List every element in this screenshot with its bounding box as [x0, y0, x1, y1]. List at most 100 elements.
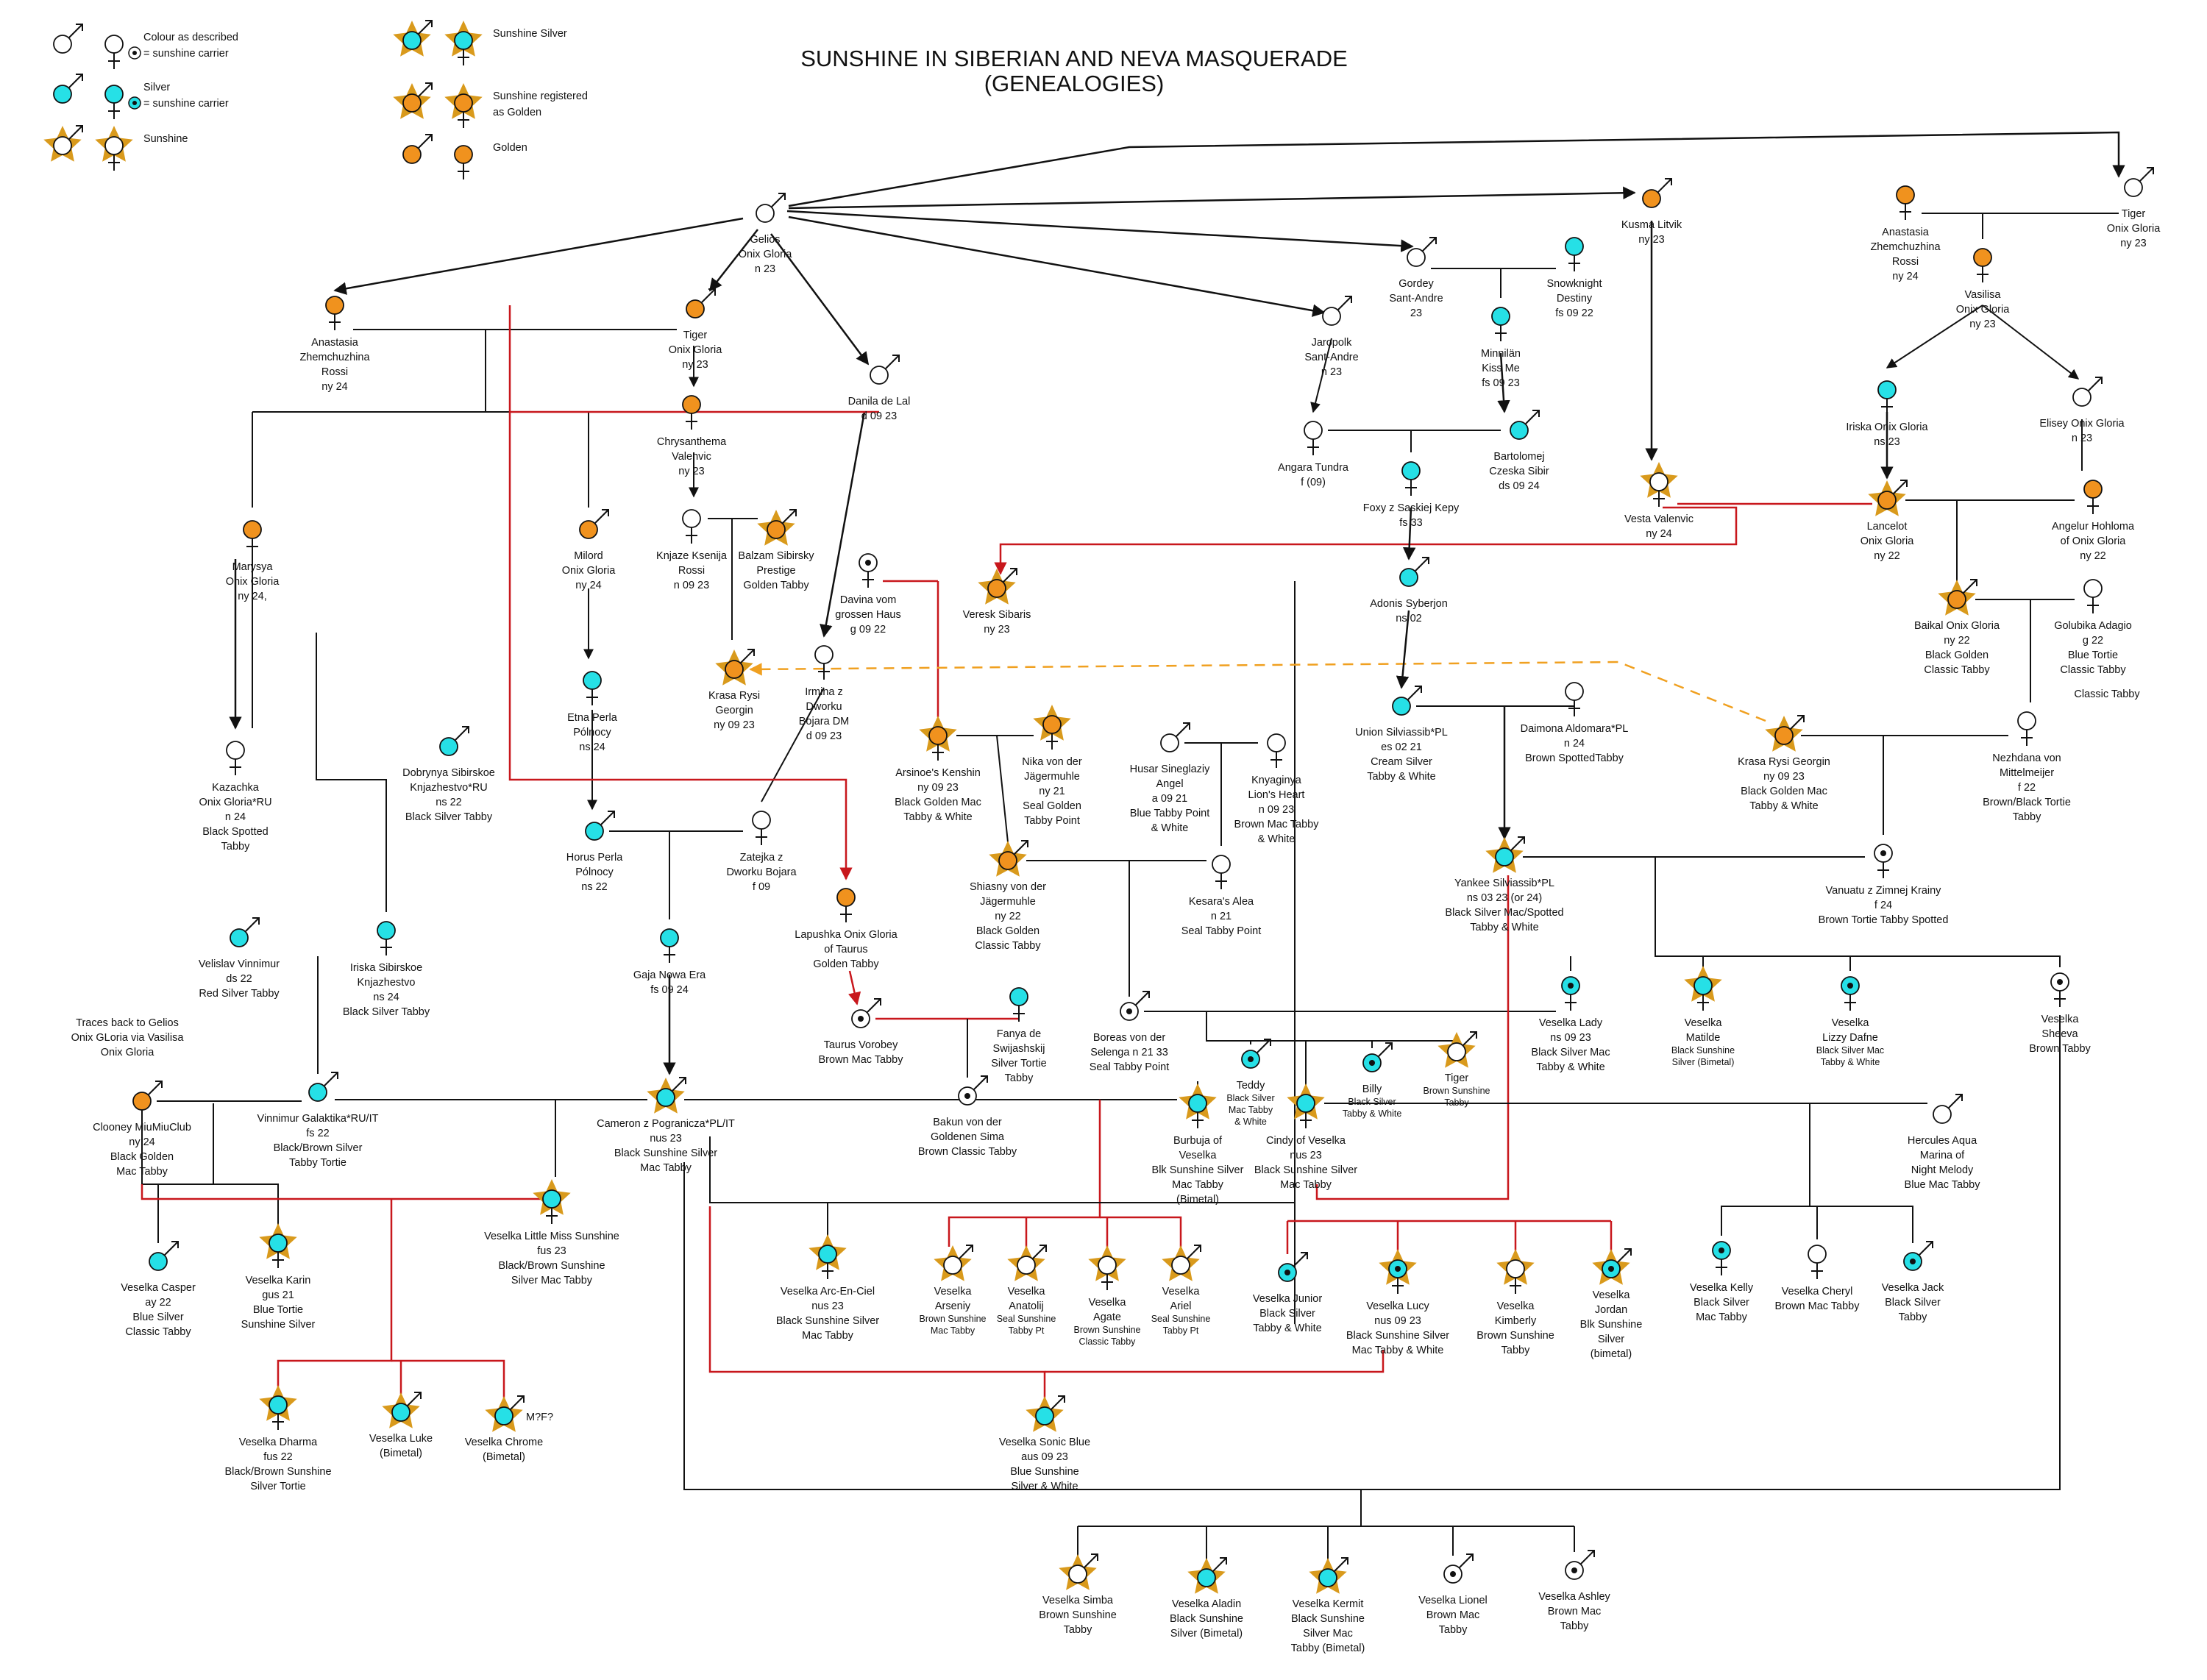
cat-bartolomej-label: ds 09 24 — [1499, 480, 1540, 492]
cat-krasa2-label: Tabby & White — [1749, 800, 1819, 812]
cat-teddy-detail: Black Silver — [1226, 1093, 1274, 1103]
cat-husar-label: Angel — [1156, 778, 1183, 790]
descent-line — [996, 735, 1009, 843]
cat-vkermit-label: Tabby (Bimetal) — [1291, 1642, 1365, 1654]
cat-billy-detail: Black Silver — [1348, 1097, 1396, 1107]
descent-line — [1396, 610, 1410, 689]
note-traces: Traces back to Gelios — [76, 1017, 179, 1029]
cat-iriska2-circle-icon — [1877, 380, 1897, 399]
cat-anastasia2-label: Anastasia — [1882, 227, 1930, 238]
gelios-to-tiger-arrow — [708, 229, 758, 292]
cat-vinnimur-label: fs 22 — [306, 1128, 329, 1139]
cat-daimona-label: n 24 — [1564, 738, 1585, 750]
cat-jaropolk-label: Jaropolk — [1312, 337, 1353, 349]
cat-vkarin-label: gus 21 — [262, 1289, 294, 1301]
cat-davina-label: g 09 22 — [850, 624, 886, 636]
cat-cindy-label: nus 23 — [1290, 1150, 1322, 1161]
cat-kazachka-label: Kazachka — [212, 782, 260, 794]
cat-vanuatu-label: Vanuatu z Zimnej Krainy — [1826, 885, 1942, 897]
cat-vlizzy-detail: Tabby & White — [1821, 1057, 1880, 1067]
cat-hercules-label: Night Melody — [1911, 1164, 1974, 1176]
cat-clooney-male-arrow-icon — [148, 1081, 162, 1095]
cat-vkimberly-label: Brown Sunshine — [1476, 1330, 1554, 1342]
cat-vjunior-label: Black Silver — [1259, 1308, 1315, 1320]
cat-danila-label: Danila de Lal — [848, 396, 911, 407]
cat-balzam-label: Golden Tabby — [743, 580, 809, 591]
cat-clooney-label: Black Golden — [110, 1151, 174, 1163]
cat-vsonic-label: aus 09 23 — [1021, 1451, 1068, 1463]
cat-union-circle-icon — [1392, 697, 1411, 716]
cat-bakun-carrier-dot-icon — [964, 1093, 970, 1099]
cat-vkarin-label: Blue Tortie — [253, 1304, 303, 1316]
cat-vlizzy-carrier-dot-icon — [1847, 983, 1853, 989]
cat-vsimba-label: Tabby — [1064, 1624, 1092, 1636]
cat-lapushka-label: Lapushka Onix Gloria — [795, 929, 898, 941]
cat-nika-label: Nika von der — [1022, 756, 1082, 768]
cat-gaja-label: Gaja Nowa Era — [633, 969, 706, 981]
cat-varcenciel-circle-icon — [818, 1245, 837, 1264]
cat-variel-detail: Tabby Pt — [1163, 1325, 1199, 1336]
cat-vsonic-circle-icon — [1035, 1406, 1054, 1425]
cat-knjaze-circle-icon — [682, 509, 701, 528]
dashed-identity-link — [749, 661, 1766, 722]
cat-vjordan-label: (bimetal) — [1591, 1348, 1632, 1360]
cat-clooney-label: Mac Tabby — [116, 1166, 168, 1178]
cat-vdharma-label: fus 22 — [263, 1451, 293, 1463]
cat-billy-carrier-dot-icon — [1369, 1060, 1375, 1066]
cat-varcenciel-label: Veselka Arc-En-Ciel — [781, 1286, 875, 1298]
descent-line — [709, 1136, 1295, 1203]
cat-vkermit-circle-icon — [1318, 1568, 1337, 1587]
cat-etna-circle-icon — [583, 671, 602, 690]
cat-adonis-circle-icon — [1399, 568, 1418, 587]
cat-vjack-label: Veselka Jack — [1882, 1282, 1944, 1294]
cat-vanatolij-detail: Tabby Pt — [1009, 1325, 1045, 1336]
legend-golden-male-male-arrow-icon — [418, 135, 432, 149]
cat-gaja-circle-icon — [660, 928, 679, 947]
cat-velislav-male-arrow-icon — [245, 918, 259, 932]
cat-vinnimur-label: Vinnimur Galaktika*RU/IT — [257, 1113, 379, 1125]
cat-vsonic-male-arrow-icon — [1051, 1396, 1065, 1410]
cat-vlady-label: Veselka Lady — [1539, 1017, 1603, 1029]
cat-fanya-circle-icon — [1009, 987, 1028, 1006]
descent-line — [1721, 1103, 1810, 1236]
cat-vmatilde-detail: Black Sunshine — [1671, 1045, 1735, 1056]
cat-krasa2-male-arrow-icon — [1790, 716, 1804, 730]
legend-silver-female-circle-icon — [104, 85, 124, 104]
cat-velislav-label: ds 22 — [226, 973, 252, 985]
cat-anastasia2-label: Rossi — [1892, 256, 1919, 268]
cat-golubika-label: Blue Tortie — [2068, 649, 2118, 661]
cat-lapushka-circle-icon — [836, 888, 856, 907]
cat-vlittlemiss-circle-icon — [542, 1189, 561, 1209]
red-line — [391, 1359, 505, 1398]
cat-bartolomej-circle-icon — [1510, 421, 1529, 440]
cat-vanuatu-label: Brown Tortie Tabby Spotted — [1819, 914, 1949, 926]
cat-vlizzy-label: Veselka — [1832, 1017, 1870, 1029]
cat-vcasper-label: Blue Silver — [132, 1311, 183, 1323]
danila-to-irmina-arrow — [820, 411, 866, 638]
cat-adonis-male-arrow-icon — [1415, 558, 1429, 572]
cat-tiger3-circle-icon — [1447, 1042, 1466, 1061]
cat-vjordan-male-arrow-icon — [1617, 1249, 1631, 1263]
descent-line — [1497, 352, 1510, 413]
cat-vesta-label: Vesta Valenvic — [1624, 513, 1694, 525]
legend-silver-label: = sunshine carrier — [143, 98, 229, 110]
cat-vmatilde-detail: Silver (Bimetal) — [1672, 1057, 1735, 1067]
cat-gordey-label: Sant-Andre — [1389, 293, 1443, 305]
cat-vkelly-label: Veselka Kelly — [1690, 1282, 1754, 1294]
cat-vlucy-carrier-dot-icon — [1395, 1266, 1401, 1272]
legend-sunsilver-male-male-arrow-icon — [418, 21, 432, 35]
cat-elisey-label: Elisey Onix Gloria — [2039, 418, 2125, 430]
descent-line — [1310, 338, 1332, 413]
